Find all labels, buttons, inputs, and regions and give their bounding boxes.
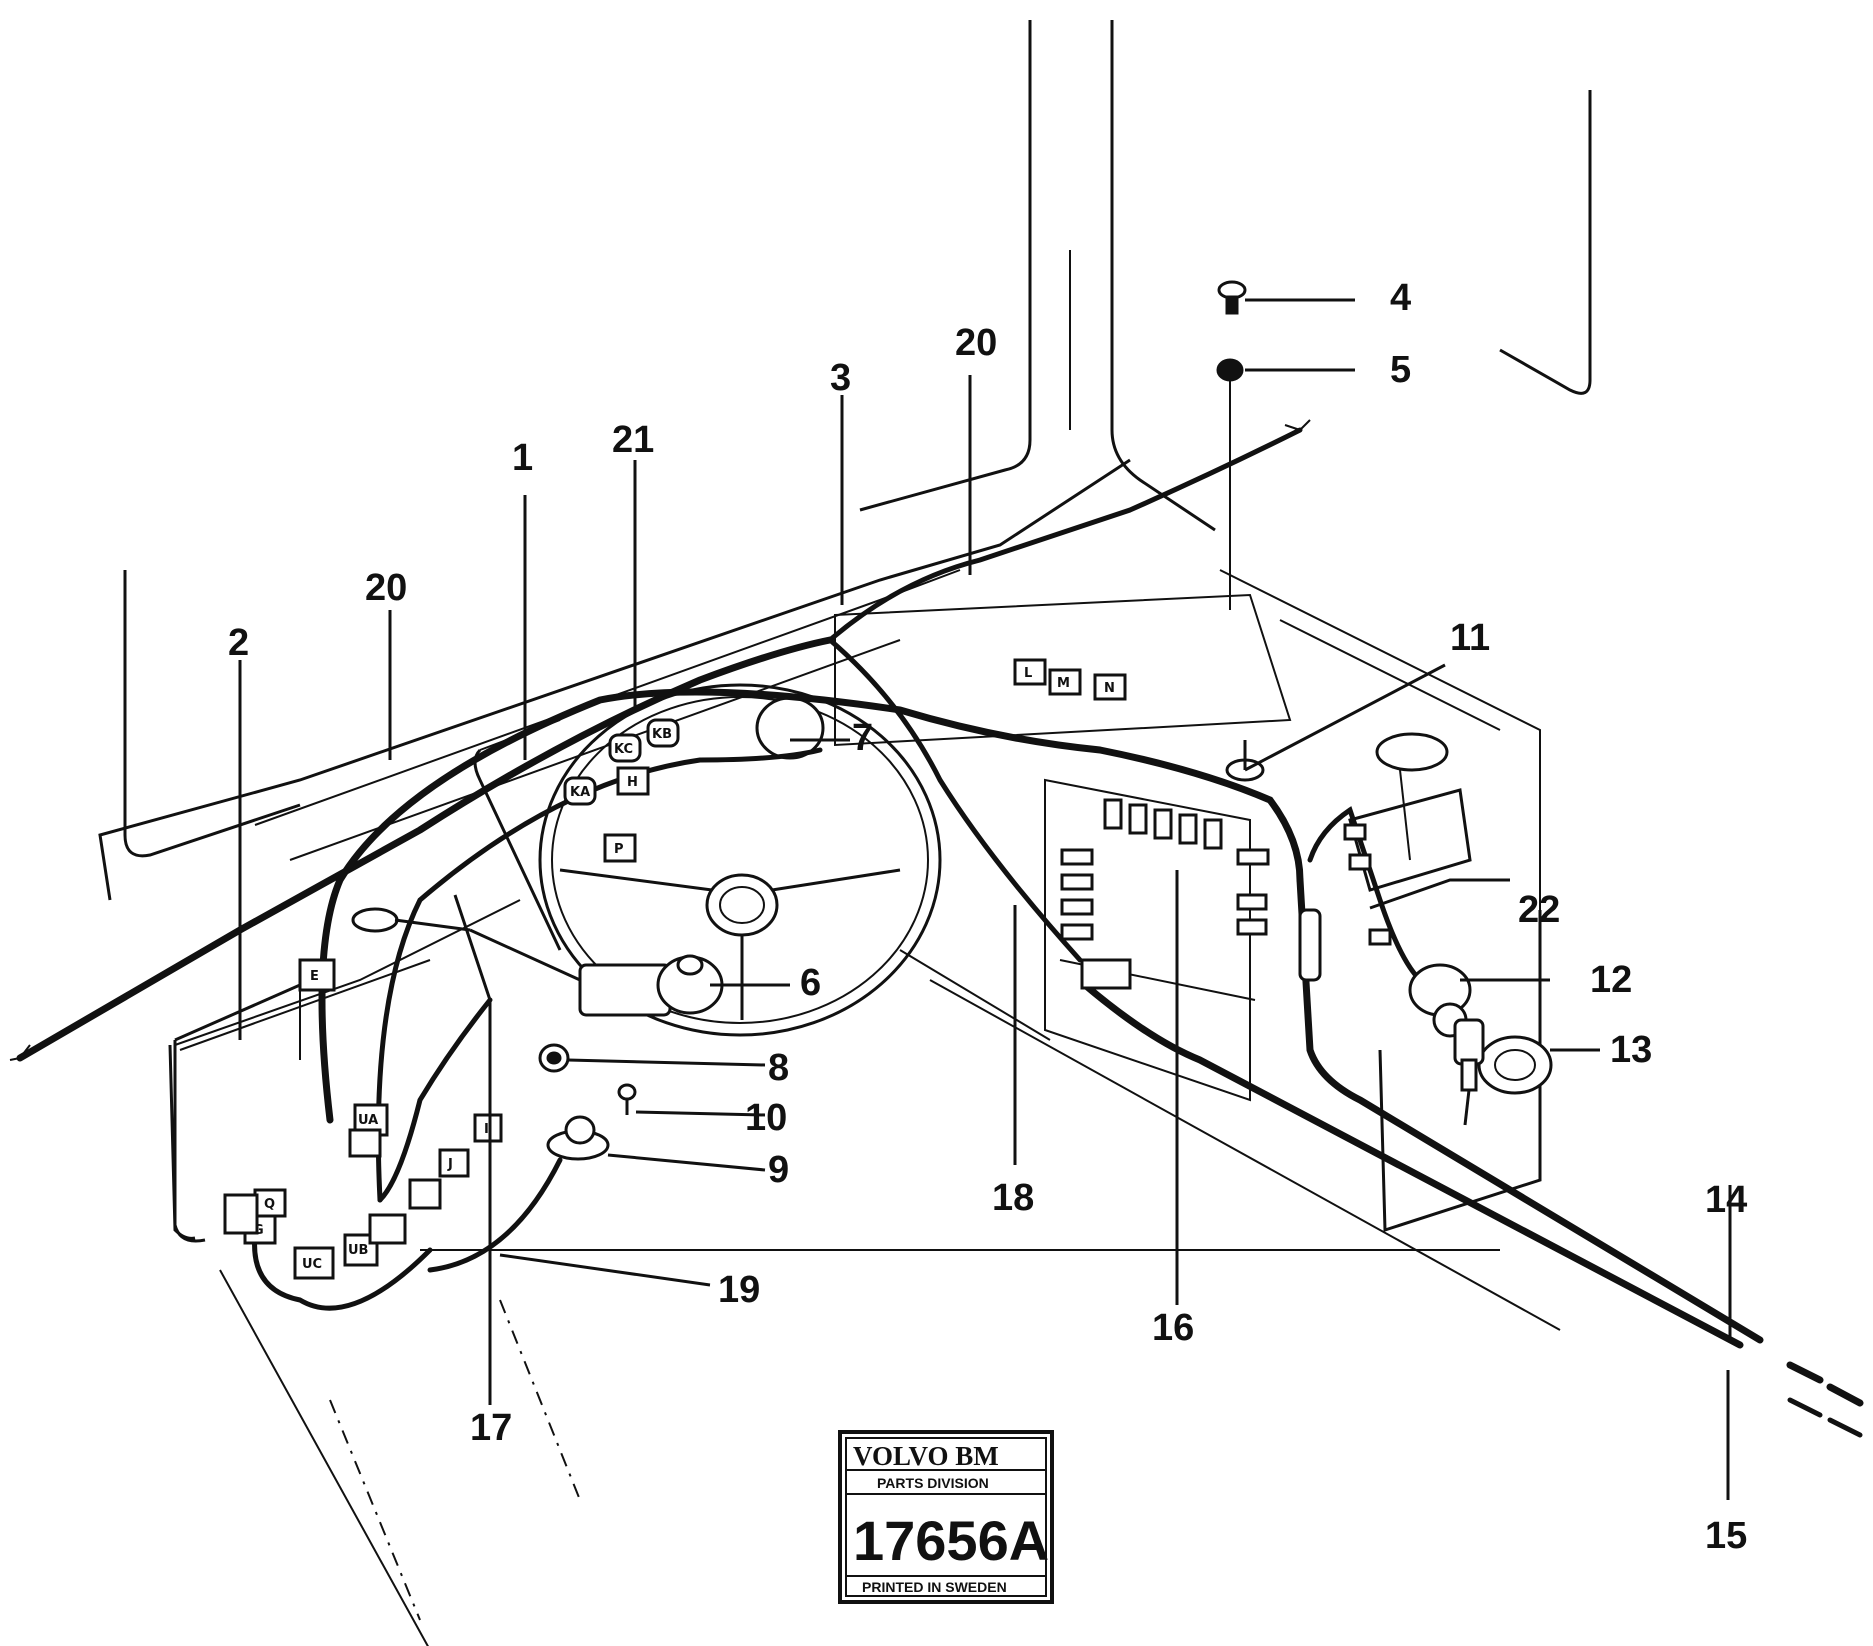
connector-label-q: Q (264, 1197, 275, 1212)
plate-division: PARTS DIVISION (877, 1475, 989, 1491)
leader-lines (238, 298, 1732, 1500)
callout-labels: 1 2 3 4 5 6 7 8 9 10 11 12 13 14 15 16 1… (228, 277, 1747, 1557)
callout-21: 21 (612, 419, 654, 461)
plate-brand: VOLVO BM (853, 1441, 999, 1471)
connector-label-kb: KB (652, 727, 672, 742)
screw (617, 1083, 637, 1115)
front-panel (168, 899, 521, 1240)
plate-number: 17656A (853, 1509, 1049, 1572)
connector-label-kc: KC (614, 742, 633, 757)
callout-4: 4 (1390, 277, 1411, 319)
connector-label-uc: UC (302, 1257, 322, 1272)
callout-14: 14 (1705, 1179, 1747, 1221)
callout-12: 12 (1590, 959, 1632, 1001)
connector-label-ua: UA (358, 1113, 378, 1128)
callout-22: 22 (1518, 889, 1560, 931)
plate-origin: PRINTED IN SWEDEN (862, 1579, 1007, 1595)
callout-19: 19 (718, 1269, 760, 1311)
callout-3: 3 (830, 357, 851, 399)
ignition-switch (1408, 963, 1553, 1126)
wiper-switch (351, 907, 724, 1017)
connector-label-e: E (310, 969, 319, 984)
connector-label-l: L (1024, 666, 1032, 681)
callout-18: 18 (992, 1177, 1034, 1219)
connector-label-h: H (627, 775, 638, 790)
callout-20-left: 20 (365, 567, 407, 609)
callout-10: 10 (745, 1097, 787, 1139)
volvo-bm-plate: VOLVO BM PARTS DIVISION 17656A PRINTED I… (838, 1430, 1054, 1604)
callout-16: 16 (1152, 1307, 1194, 1349)
connector-label-ub: UB (348, 1243, 368, 1258)
callout-20-right: 20 (955, 322, 997, 364)
steering-wheel (538, 683, 942, 1037)
callout-8: 8 (768, 1047, 789, 1089)
callout-15: 15 (1705, 1515, 1747, 1557)
callout-13: 13 (1610, 1029, 1652, 1071)
callout-7: 7 (852, 717, 873, 759)
connector-label-n: N (1104, 681, 1115, 696)
connector-label-p: P (614, 842, 624, 857)
callout-1: 1 (512, 437, 533, 479)
connector-label-j: J (447, 1157, 453, 1172)
push-switch (546, 1115, 610, 1161)
screw-washer (1216, 280, 1247, 610)
callout-5: 5 (1390, 349, 1411, 391)
grommet (1225, 740, 1265, 782)
connector-label-ka: KA (570, 785, 590, 800)
connectors: E KA KC KB H P L M N UA UB UC G Q J I (223, 658, 1392, 1280)
lamp (538, 1043, 570, 1073)
callout-9: 9 (768, 1149, 789, 1191)
callout-11: 11 (1450, 617, 1490, 659)
callout-6: 6 (800, 962, 821, 1004)
connector-label-i: I (484, 1122, 489, 1137)
callout-17: 17 (470, 1407, 512, 1449)
connector-label-m: M (1057, 676, 1070, 691)
callout-2: 2 (228, 622, 249, 664)
harnesses (9, 419, 1864, 1438)
fuse-panel (1044, 778, 1270, 1102)
